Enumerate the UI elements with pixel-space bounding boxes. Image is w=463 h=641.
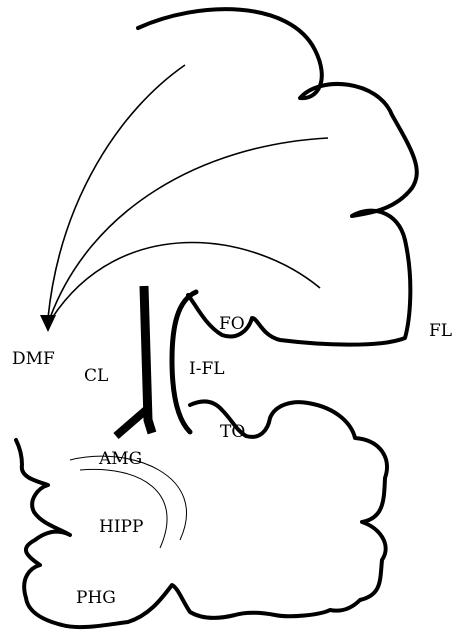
label-amg: AMG — [98, 449, 142, 469]
temporal-lobe-outline — [16, 401, 387, 627]
label-fo: FO — [219, 314, 245, 334]
arrow-line-2 — [50, 138, 328, 318]
arrow-line-3 — [52, 242, 320, 318]
label-dmf: DMF — [12, 349, 55, 369]
label-hipp: HIPP — [99, 517, 143, 537]
label-to: TO — [220, 422, 245, 442]
label-cl: CL — [84, 366, 108, 386]
arrowhead — [40, 315, 56, 332]
label-i-fl: I-FL — [189, 359, 225, 379]
claustrum-fork — [116, 410, 146, 436]
label-fl: FL — [429, 321, 452, 341]
label-phg: PHG — [76, 588, 116, 608]
